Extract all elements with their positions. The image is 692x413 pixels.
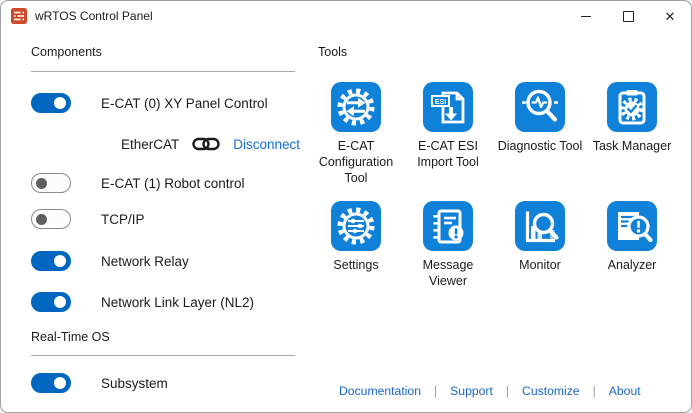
nl2-label: Network Link Layer (NL2) bbox=[101, 294, 255, 310]
tool-diagnostic[interactable]: Diagnostic Tool bbox=[494, 81, 586, 200]
link-chain-icon bbox=[192, 137, 220, 151]
components-heading: Components bbox=[31, 45, 102, 59]
toggle-row-network-relay: Network Relay bbox=[31, 251, 189, 271]
footer-separator: | bbox=[505, 384, 510, 398]
tool-label: E-CAT Configuration Tool bbox=[318, 139, 394, 185]
ethercat-connection-row: EtherCAT Disconnect bbox=[121, 133, 300, 155]
network-relay-toggle[interactable] bbox=[31, 251, 71, 271]
tools-grid: E-CAT Configuration Tool ESI E-CAT ESI I… bbox=[310, 81, 678, 319]
message-viewer-icon bbox=[423, 201, 473, 251]
window-title: wRTOS Control Panel bbox=[35, 9, 153, 23]
ethercat-label: EtherCAT bbox=[121, 136, 180, 152]
tool-task-manager[interactable]: Task Manager bbox=[586, 81, 678, 200]
close-button[interactable]: ✕ bbox=[649, 1, 691, 31]
realtime-os-divider bbox=[31, 355, 295, 356]
tcpip-label: TCP/IP bbox=[101, 211, 145, 227]
toggle-knob bbox=[36, 213, 47, 225]
network-relay-label: Network Relay bbox=[101, 253, 189, 269]
footer-link-about[interactable]: About bbox=[608, 384, 641, 398]
maximize-icon bbox=[622, 10, 634, 22]
tcpip-toggle[interactable] bbox=[31, 209, 71, 229]
subsystem-label: Subsystem bbox=[101, 375, 168, 391]
window-controls: ✕ bbox=[565, 1, 691, 31]
toggle-knob bbox=[54, 296, 66, 308]
ecat0-label: E-CAT (0) XY Panel Control bbox=[101, 95, 268, 111]
disconnect-link[interactable]: Disconnect bbox=[233, 136, 301, 152]
task-manager-icon bbox=[607, 82, 657, 132]
footer-separator: | bbox=[433, 384, 438, 398]
settings-gear-icon bbox=[331, 201, 381, 251]
tool-label: E-CAT ESI Import Tool bbox=[417, 139, 479, 169]
app-logo-icon bbox=[11, 8, 27, 24]
tool-label: Monitor bbox=[519, 258, 561, 272]
footer-link-documentation[interactable]: Documentation bbox=[339, 384, 421, 398]
tool-ecat-configuration[interactable]: E-CAT Configuration Tool bbox=[310, 81, 402, 200]
footer-separator: | bbox=[592, 384, 596, 398]
ecat1-toggle[interactable] bbox=[31, 173, 71, 193]
minimize-icon bbox=[581, 15, 591, 17]
footer-link-customize[interactable]: Customize bbox=[522, 384, 580, 398]
toggle-row-ecat0: E-CAT (0) XY Panel Control bbox=[31, 93, 268, 113]
footer-link-support[interactable]: Support bbox=[450, 384, 493, 398]
tool-settings[interactable]: Settings bbox=[310, 200, 402, 319]
toggle-row-tcpip: TCP/IP bbox=[31, 209, 145, 229]
close-icon: ✕ bbox=[664, 8, 676, 24]
toggle-row-ecat1: E-CAT (1) Robot control bbox=[31, 173, 245, 193]
tool-esi-import[interactable]: ESI E-CAT ESI Import Tool bbox=[402, 81, 494, 200]
analyzer-icon bbox=[607, 201, 657, 251]
toggle-row-nl2: Network Link Layer (NL2) bbox=[31, 292, 254, 312]
ecat-configuration-icon bbox=[331, 82, 381, 132]
tool-label: Message Viewer bbox=[422, 258, 474, 288]
footer-links: Documentation | Support | Customize | Ab… bbox=[339, 384, 641, 398]
maximize-button[interactable] bbox=[607, 1, 649, 31]
subsystem-toggle[interactable] bbox=[31, 373, 71, 393]
ecat1-label: E-CAT (1) Robot control bbox=[101, 175, 245, 191]
tool-label: Task Manager bbox=[592, 139, 672, 153]
tool-analyzer[interactable]: Analyzer bbox=[586, 200, 678, 319]
realtime-os-heading: Real-Time OS bbox=[31, 330, 110, 344]
diagnostic-icon bbox=[515, 82, 565, 132]
toggle-knob bbox=[54, 255, 66, 267]
ecat0-toggle[interactable] bbox=[31, 93, 71, 113]
tool-label: Settings bbox=[333, 258, 379, 272]
toggle-knob bbox=[54, 377, 66, 389]
nl2-toggle[interactable] bbox=[31, 292, 71, 312]
toggle-row-subsystem: Subsystem bbox=[31, 373, 168, 393]
components-divider bbox=[31, 71, 295, 72]
tool-label: Analyzer bbox=[607, 258, 657, 272]
tool-message-viewer[interactable]: Message Viewer bbox=[402, 200, 494, 319]
esi-import-icon: ESI bbox=[423, 82, 473, 132]
tool-label: Diagnostic Tool bbox=[497, 139, 583, 153]
toggle-knob bbox=[54, 97, 66, 109]
esi-badge-text: ESI bbox=[435, 97, 447, 106]
toggle-knob bbox=[36, 177, 47, 189]
monitor-icon bbox=[515, 201, 565, 251]
minimize-button[interactable] bbox=[565, 1, 607, 31]
title-bar[interactable]: wRTOS Control Panel ✕ bbox=[1, 1, 691, 31]
tool-monitor[interactable]: Monitor bbox=[494, 200, 586, 319]
tools-heading: Tools bbox=[318, 45, 348, 59]
